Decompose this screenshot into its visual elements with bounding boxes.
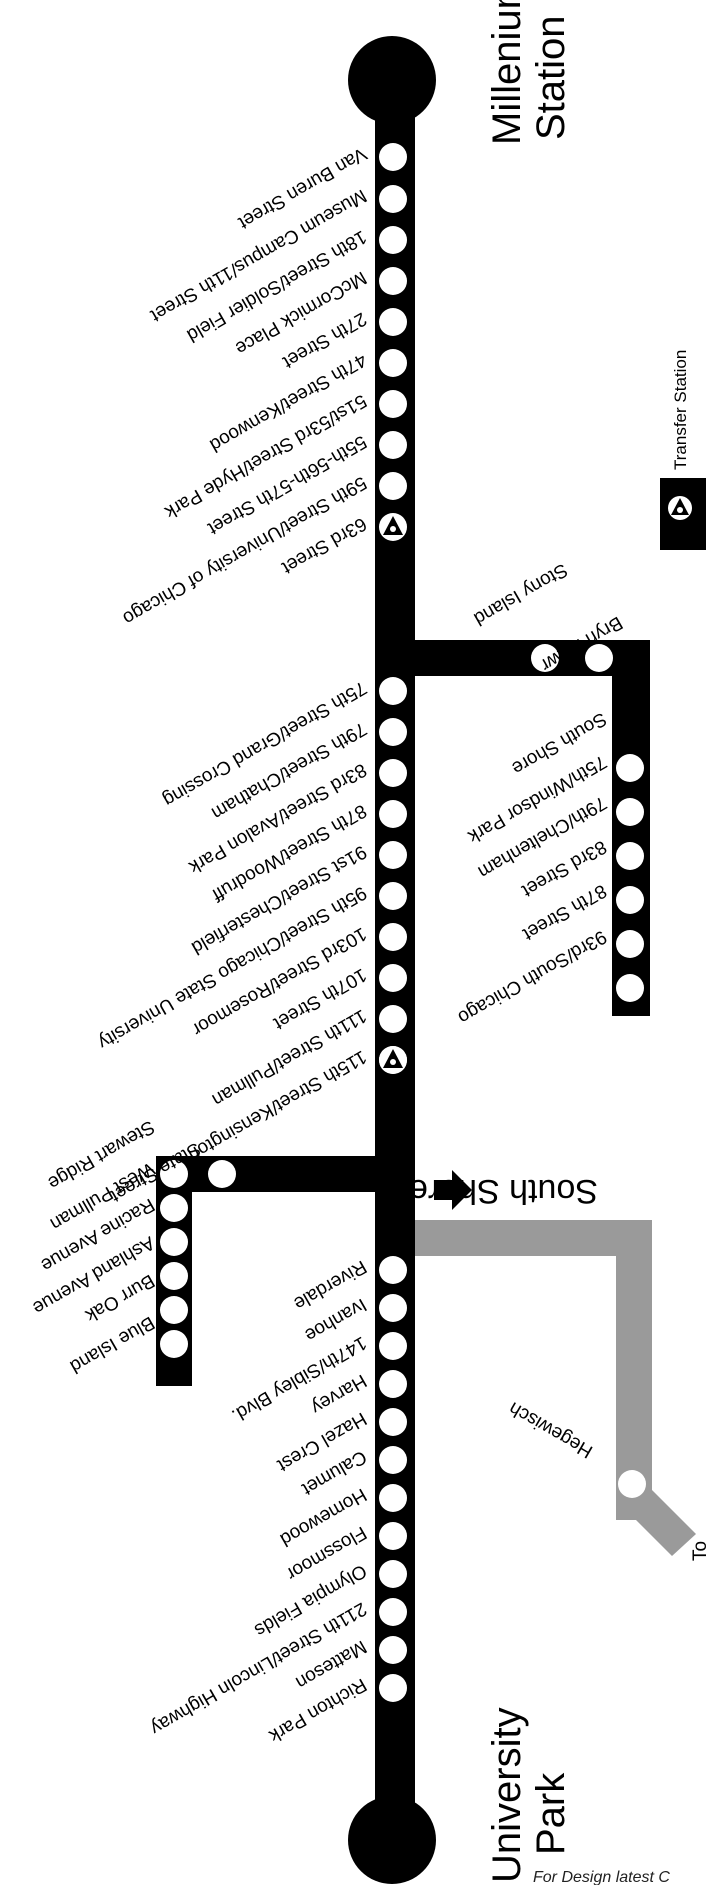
- station-label-blue-island: Blue Island: [66, 1312, 158, 1377]
- station-dot-91st-street-chesterfield[interactable]: [379, 841, 407, 869]
- station-dot-racine-avenue[interactable]: [160, 1228, 188, 1256]
- terminal-marker-north: [348, 36, 436, 124]
- footer-text: For Design latest C: [533, 1869, 670, 1885]
- station-dot-87th-street[interactable]: [616, 930, 644, 958]
- svg-text:Millenium: Millenium: [485, 0, 529, 145]
- station-dot-homewood[interactable]: [379, 1484, 407, 1512]
- station-dot-51st-53rd-street-hyde-park[interactable]: [379, 390, 407, 418]
- south-chicago-branch-line: [412, 640, 650, 1016]
- station-dot-59th-street-university-of-chicago[interactable]: [379, 472, 407, 500]
- station-dot-75th-street-grand-crossing[interactable]: [379, 677, 407, 705]
- station-dot-calumet[interactable]: [379, 1446, 407, 1474]
- station-dot-107th-street[interactable]: [379, 964, 407, 992]
- to-label: To: [690, 1541, 709, 1561]
- station-dot-riverdale[interactable]: [379, 1256, 407, 1284]
- station-dot-55th-56th-57th-street[interactable]: [379, 431, 407, 459]
- blue-island-station-dots: [160, 1160, 236, 1358]
- station-dot-111th-street-pullman[interactable]: [379, 1005, 407, 1033]
- station-dot-87th-street-woodruff[interactable]: [379, 800, 407, 828]
- svg-text:Station: Station: [529, 15, 573, 140]
- arrow-right-icon: [434, 1170, 472, 1210]
- station-dot-103rd-street-rosemoor[interactable]: [379, 923, 407, 951]
- station-dot-burr-oak[interactable]: [160, 1296, 188, 1324]
- station-label-stony-island: Stony Island: [470, 559, 571, 629]
- svg-text:Transfer Station: Transfer Station: [671, 350, 690, 470]
- station-dot-stewart-ridge[interactable]: [160, 1160, 188, 1188]
- south-shore-line: [412, 1220, 696, 1556]
- station-dot-west-pullman[interactable]: [160, 1194, 188, 1222]
- main-line-station-dots: [379, 143, 407, 1702]
- station-dot-flossmoor[interactable]: [379, 1522, 407, 1550]
- station-dot-hazel-crest[interactable]: [379, 1408, 407, 1436]
- transfer-triangle-icon: [668, 496, 692, 520]
- terminal-label-south: University Park: [485, 1707, 573, 1883]
- station-dot-matteson[interactable]: [379, 1636, 407, 1664]
- station-dot-richton-park[interactable]: [379, 1674, 407, 1702]
- station-dot-ashland-avenue[interactable]: [160, 1262, 188, 1290]
- transfer-station-115th[interactable]: [379, 1046, 407, 1074]
- station-dot-18th-street-soldier-field[interactable]: [379, 226, 407, 254]
- svg-text:To: To: [690, 1541, 709, 1561]
- station-dot-83rd-street-avalon-park[interactable]: [379, 759, 407, 787]
- station-dot-van-buren-street[interactable]: [379, 143, 407, 171]
- station-dot-95th-street-chicago-state-university[interactable]: [379, 882, 407, 910]
- station-label-hegewisch: Hegewisch: [506, 1397, 597, 1462]
- station-dot-ivanhoe[interactable]: [379, 1294, 407, 1322]
- station-dot-47th-street-kenwood[interactable]: [379, 349, 407, 377]
- terminal-label-north: Millenium Station: [485, 0, 573, 145]
- station-dot-93rd-south-chicago[interactable]: [616, 974, 644, 1002]
- station-dot-bryn-mawr[interactable]: [585, 644, 613, 672]
- station-dot-hegewisch[interactable]: [618, 1470, 646, 1498]
- svg-text:University: University: [485, 1707, 529, 1883]
- terminal-marker-south: [348, 1796, 436, 1884]
- legend: Transfer Station: [660, 350, 706, 550]
- station-dot-state-street[interactable]: [208, 1160, 236, 1188]
- south-chicago-station-dots: [531, 644, 644, 1002]
- station-dot-south-shore[interactable]: [616, 754, 644, 782]
- station-dot-211th-street-lincoln-highway[interactable]: [379, 1598, 407, 1626]
- station-dot-27th-street[interactable]: [379, 308, 407, 336]
- station-dot-83rd-street[interactable]: [616, 886, 644, 914]
- station-dot-75th-windsor-park[interactable]: [616, 798, 644, 826]
- station-dot-blue-island[interactable]: [160, 1330, 188, 1358]
- station-dot-harvey[interactable]: [379, 1370, 407, 1398]
- station-dot-79th-cheltenham[interactable]: [616, 842, 644, 870]
- transfer-station-63rd[interactable]: [379, 513, 407, 541]
- station-dot-olympia-fields[interactable]: [379, 1560, 407, 1588]
- station-dot-147th-sibley-blvd[interactable]: [379, 1332, 407, 1360]
- svg-text:Hegewisch: Hegewisch: [506, 1397, 597, 1462]
- station-dot-mccormick-place[interactable]: [379, 267, 407, 295]
- station-dot-79th-street-chatham[interactable]: [379, 718, 407, 746]
- svg-text:Park: Park: [529, 1772, 573, 1855]
- station-dot-museum-campus-11th-street[interactable]: [379, 185, 407, 213]
- station-dot-stony-island[interactable]: [531, 644, 559, 672]
